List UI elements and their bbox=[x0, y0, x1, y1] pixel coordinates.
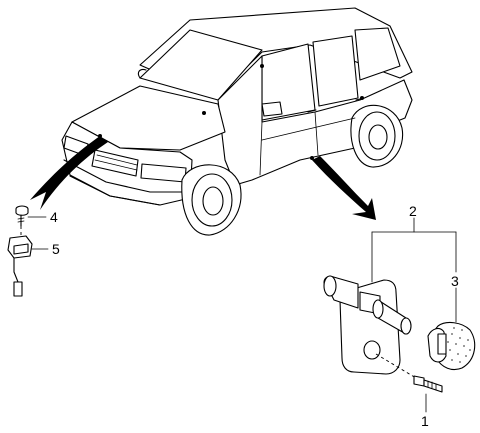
callout-3: 3 bbox=[451, 273, 459, 289]
callout-2: 2 bbox=[409, 203, 417, 219]
door-marker bbox=[310, 156, 314, 160]
part-3-cap bbox=[427, 321, 476, 371]
arrow-to-hood-switch bbox=[30, 136, 108, 210]
suv-rear-side-window bbox=[312, 35, 359, 107]
suv-front-wheel bbox=[181, 164, 242, 236]
door-switch-assembly bbox=[323, 217, 476, 413]
callout-5: 5 bbox=[52, 241, 60, 257]
callout-1: 1 bbox=[421, 413, 429, 429]
suv-side-mirror bbox=[261, 101, 283, 117]
callout-4: 4 bbox=[50, 209, 58, 225]
suv-quarter-window bbox=[354, 27, 401, 81]
suv-windshield bbox=[139, 29, 263, 101]
suv-body-side bbox=[217, 55, 413, 186]
plate-hole bbox=[363, 340, 381, 360]
suv-rear-wheel bbox=[350, 104, 404, 168]
suv-illustration bbox=[61, 7, 413, 236]
part-5-switch bbox=[7, 235, 33, 297]
suv-bumper bbox=[63, 159, 191, 193]
hood-switch-assembly bbox=[7, 205, 49, 297]
part-2-door-switch bbox=[323, 275, 412, 335]
part-1-screw bbox=[413, 375, 443, 393]
part-4-screw bbox=[15, 205, 29, 227]
arrow-to-door-switch bbox=[312, 156, 376, 220]
